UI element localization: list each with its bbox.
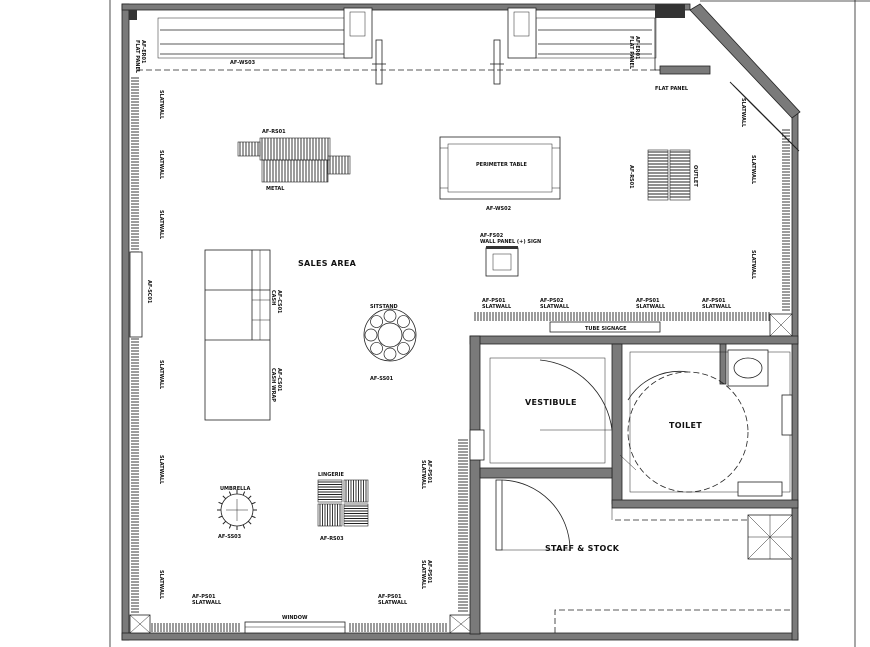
left-slatwall-strip (131, 77, 139, 613)
partition-slatwall-strip (458, 312, 770, 612)
bottom-window (244, 621, 346, 634)
outlet-label: OUTLET (692, 165, 698, 187)
window-label: WINDOW (282, 615, 308, 621)
stock-shelving (554, 508, 792, 633)
outlet-rack (647, 149, 691, 201)
left-slatwall-label-3: SLATWALL (158, 210, 164, 240)
right-slatwall-label-2: SLATWALL (750, 250, 756, 280)
partition-vertical-label-2: AF-PS01SLATWALL (420, 560, 432, 590)
toilet-fixtures (619, 349, 793, 497)
corner-slatwall-label: SLATWALL (740, 98, 746, 128)
cash-wrap-label: AF-CS01CASH WRAP (270, 368, 282, 402)
perimeter-table (439, 136, 561, 200)
top-left-wall-panel-label: AF-ER01FLAT PANEL (134, 40, 146, 74)
corner-box-right-mid (769, 313, 793, 337)
cash-label: AF-CS01CASH (270, 290, 282, 314)
left-slatwall-label-2: SLATWALL (158, 150, 164, 180)
left-rack-label: METAL (266, 186, 285, 192)
corner-box-bottom-mid (449, 614, 473, 634)
corner-box-stock (747, 514, 793, 560)
vestibule-label: VESTIBULE (525, 398, 577, 407)
left-slatwall-label-1: SLATWALL (158, 90, 164, 120)
corner-rack (729, 81, 800, 152)
umbrella-stand (217, 490, 257, 530)
toilet-label: TOILET (669, 421, 702, 430)
cash-counter (204, 249, 271, 421)
left-rack-code-label: AF-RS01 (262, 129, 286, 135)
side-code-label: AF-SC01 (146, 280, 152, 304)
center-table-label: PERIMETER TABLE (476, 162, 527, 168)
rack-rs01-label: AF-RS01 (628, 165, 634, 189)
lingerie-rack (317, 479, 369, 527)
center-table-code-label: AF-WS02 (486, 206, 512, 212)
left-window (129, 251, 143, 338)
outer-walls (121, 3, 801, 641)
lingerie-code-label: AF-RS03 (320, 536, 344, 542)
right-slatwall-label-1: SLATWALL (750, 155, 756, 185)
wall-panel-sign (485, 246, 519, 277)
left-slatwall-label-5: SLATWALL (158, 455, 164, 485)
fixture-labels: AF-WS03 AF-RS01 METAL PERIMETER TABLE AF… (192, 60, 732, 621)
partition-vertical-label-1: AF-PS01SLATWALL (420, 460, 432, 490)
bottom-slatwall-strip (151, 623, 447, 632)
round-sit-stand (363, 308, 417, 362)
tube-signage-label: TUBE SIGNAGE (585, 326, 627, 332)
stock-door-leaf (495, 479, 503, 551)
stand-name-label: SITSTAND (370, 304, 398, 310)
top-window-left (157, 7, 386, 85)
stand-code-label: AF-SS01 (370, 376, 394, 382)
sales-area-label: SALES AREA (298, 259, 357, 268)
lingerie-label: LINGERIE (318, 472, 344, 478)
left-slatwall-label-6: SLATWALL (158, 570, 164, 600)
vertical-labels: AF-ER01FLAT PANEL AF-ER01FLAT PANEL SLAT… (134, 36, 756, 600)
staff-stock-label: STAFF & STOCK (545, 544, 620, 553)
top-right-wall-panel-label: AF-ER01FLAT PANEL (628, 36, 640, 70)
tube-signage (549, 321, 661, 333)
left-slatwall-label-4: SLATWALL (158, 360, 164, 390)
metal-rack (237, 137, 351, 183)
interior-walls (469, 335, 799, 635)
top-left-plan-code: AF-WS03 (230, 60, 256, 66)
flat-panel-label: FLAT PANEL (655, 86, 689, 92)
umbrella-label: UMBRELLA (220, 486, 250, 492)
right-slatwall-strip (782, 129, 790, 311)
room-labels: SALES AREA VESTIBULE TOILET STAFF & STOC… (298, 259, 702, 553)
vestibule-door-swing (539, 359, 613, 431)
corner-box-bottom-left (129, 614, 151, 634)
vestibule-inner (489, 357, 606, 464)
umbrella-code-label: AF-SS03 (218, 534, 242, 540)
stock-door-swing (501, 479, 571, 551)
top-window-right (490, 7, 657, 85)
